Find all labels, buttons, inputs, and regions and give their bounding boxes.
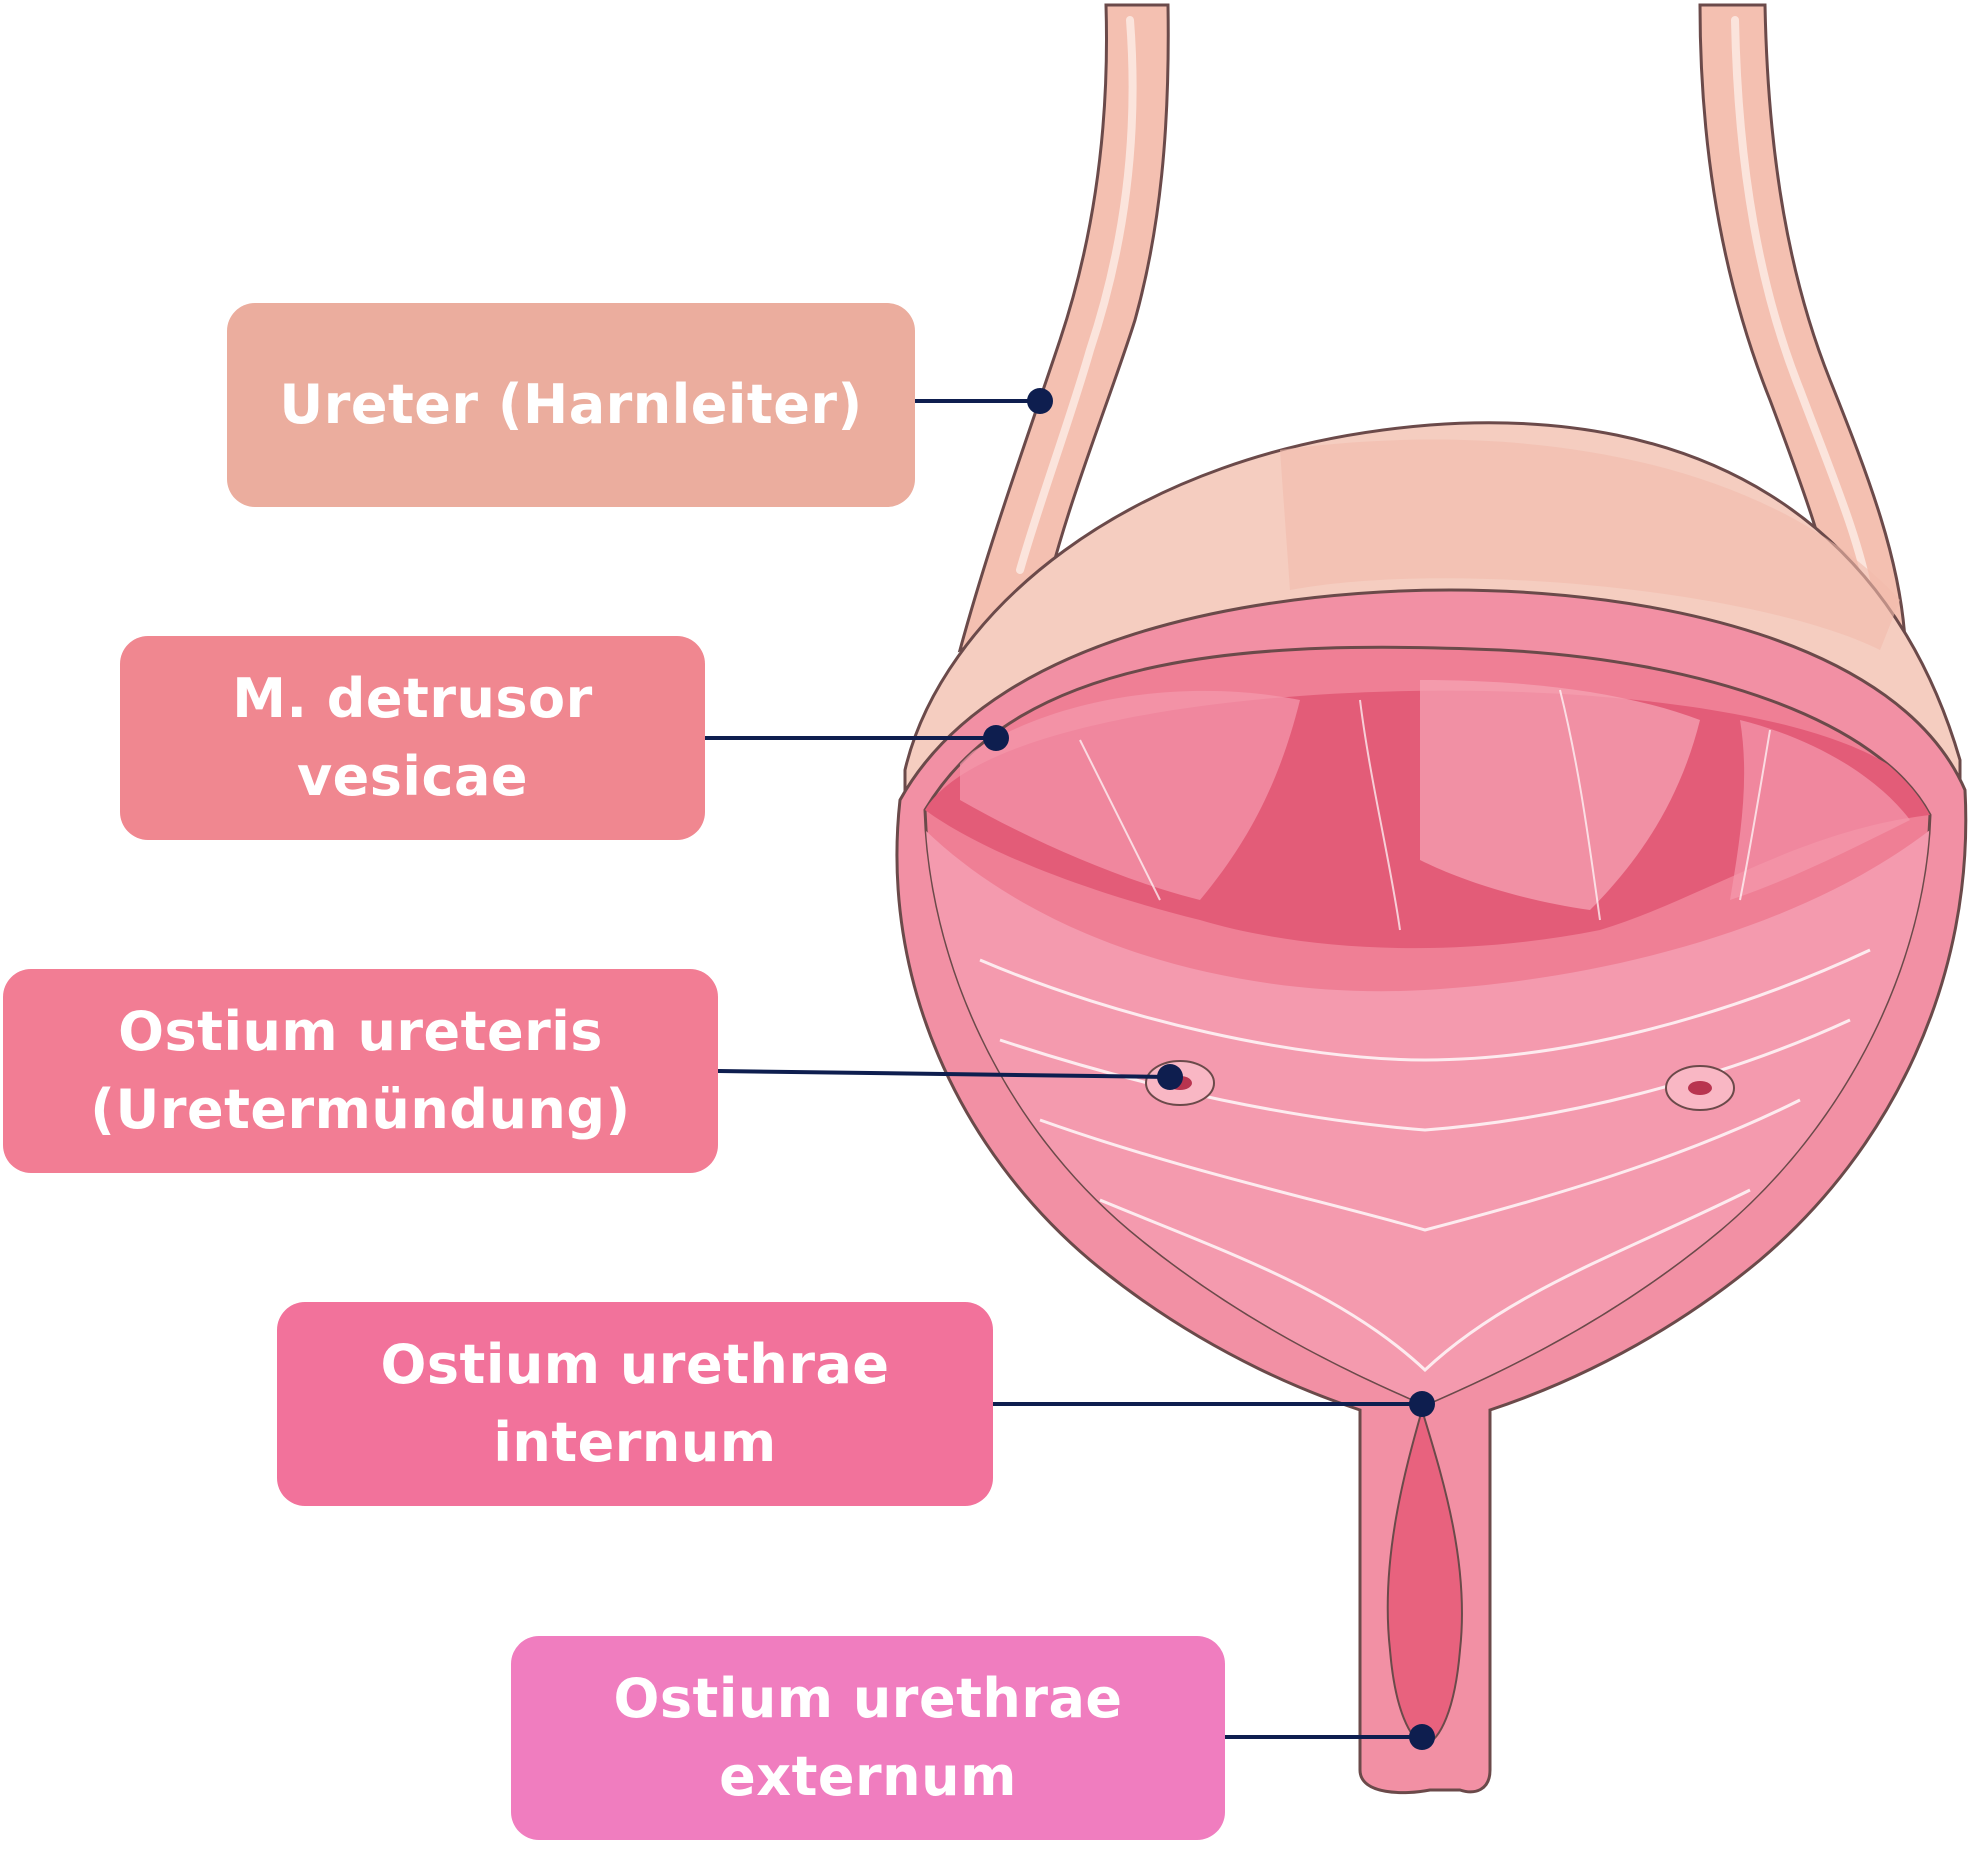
ureter-marker (1027, 388, 1053, 414)
label-ostium-urethrae-internum: Ostium urethrae internum (277, 1302, 993, 1506)
ostium-ureteris-marker (1157, 1064, 1183, 1090)
bladder-folds (925, 680, 1930, 1405)
label-detrusor: M. detrusor vesicae (120, 636, 705, 840)
label-ureter: Ureter (Harnleiter) (227, 303, 915, 507)
label-externum-line-2: externum (719, 1745, 1017, 1808)
leader-lines (705, 388, 1435, 1750)
label-detrusor-line-2: vesicae (296, 745, 529, 808)
label-externum-line-1: Ostium urethrae (613, 1667, 1123, 1730)
label-ostium-ureteris: Ostium ureteris (Uretermündung) (3, 969, 718, 1173)
detrusor-marker (983, 725, 1009, 751)
externum-marker (1409, 1724, 1435, 1750)
label-internum-line-1: Ostium urethrae (380, 1333, 890, 1396)
label-detrusor-line-1: M. detrusor (232, 667, 593, 730)
internum-marker (1409, 1391, 1435, 1417)
left-ureter (957, 3, 1170, 653)
label-internum-line-2: internum (493, 1411, 777, 1474)
label-ostium-ureteris-line-1: Ostium ureteris (118, 1000, 603, 1063)
label-ostium-ureteris-line-2: (Uretermündung) (90, 1078, 631, 1141)
label-ostium-urethrae-externum: Ostium urethrae externum (511, 1636, 1225, 1840)
label-ureter-line-1: Ureter (Harnleiter) (279, 373, 863, 436)
ureters (957, 3, 1907, 653)
